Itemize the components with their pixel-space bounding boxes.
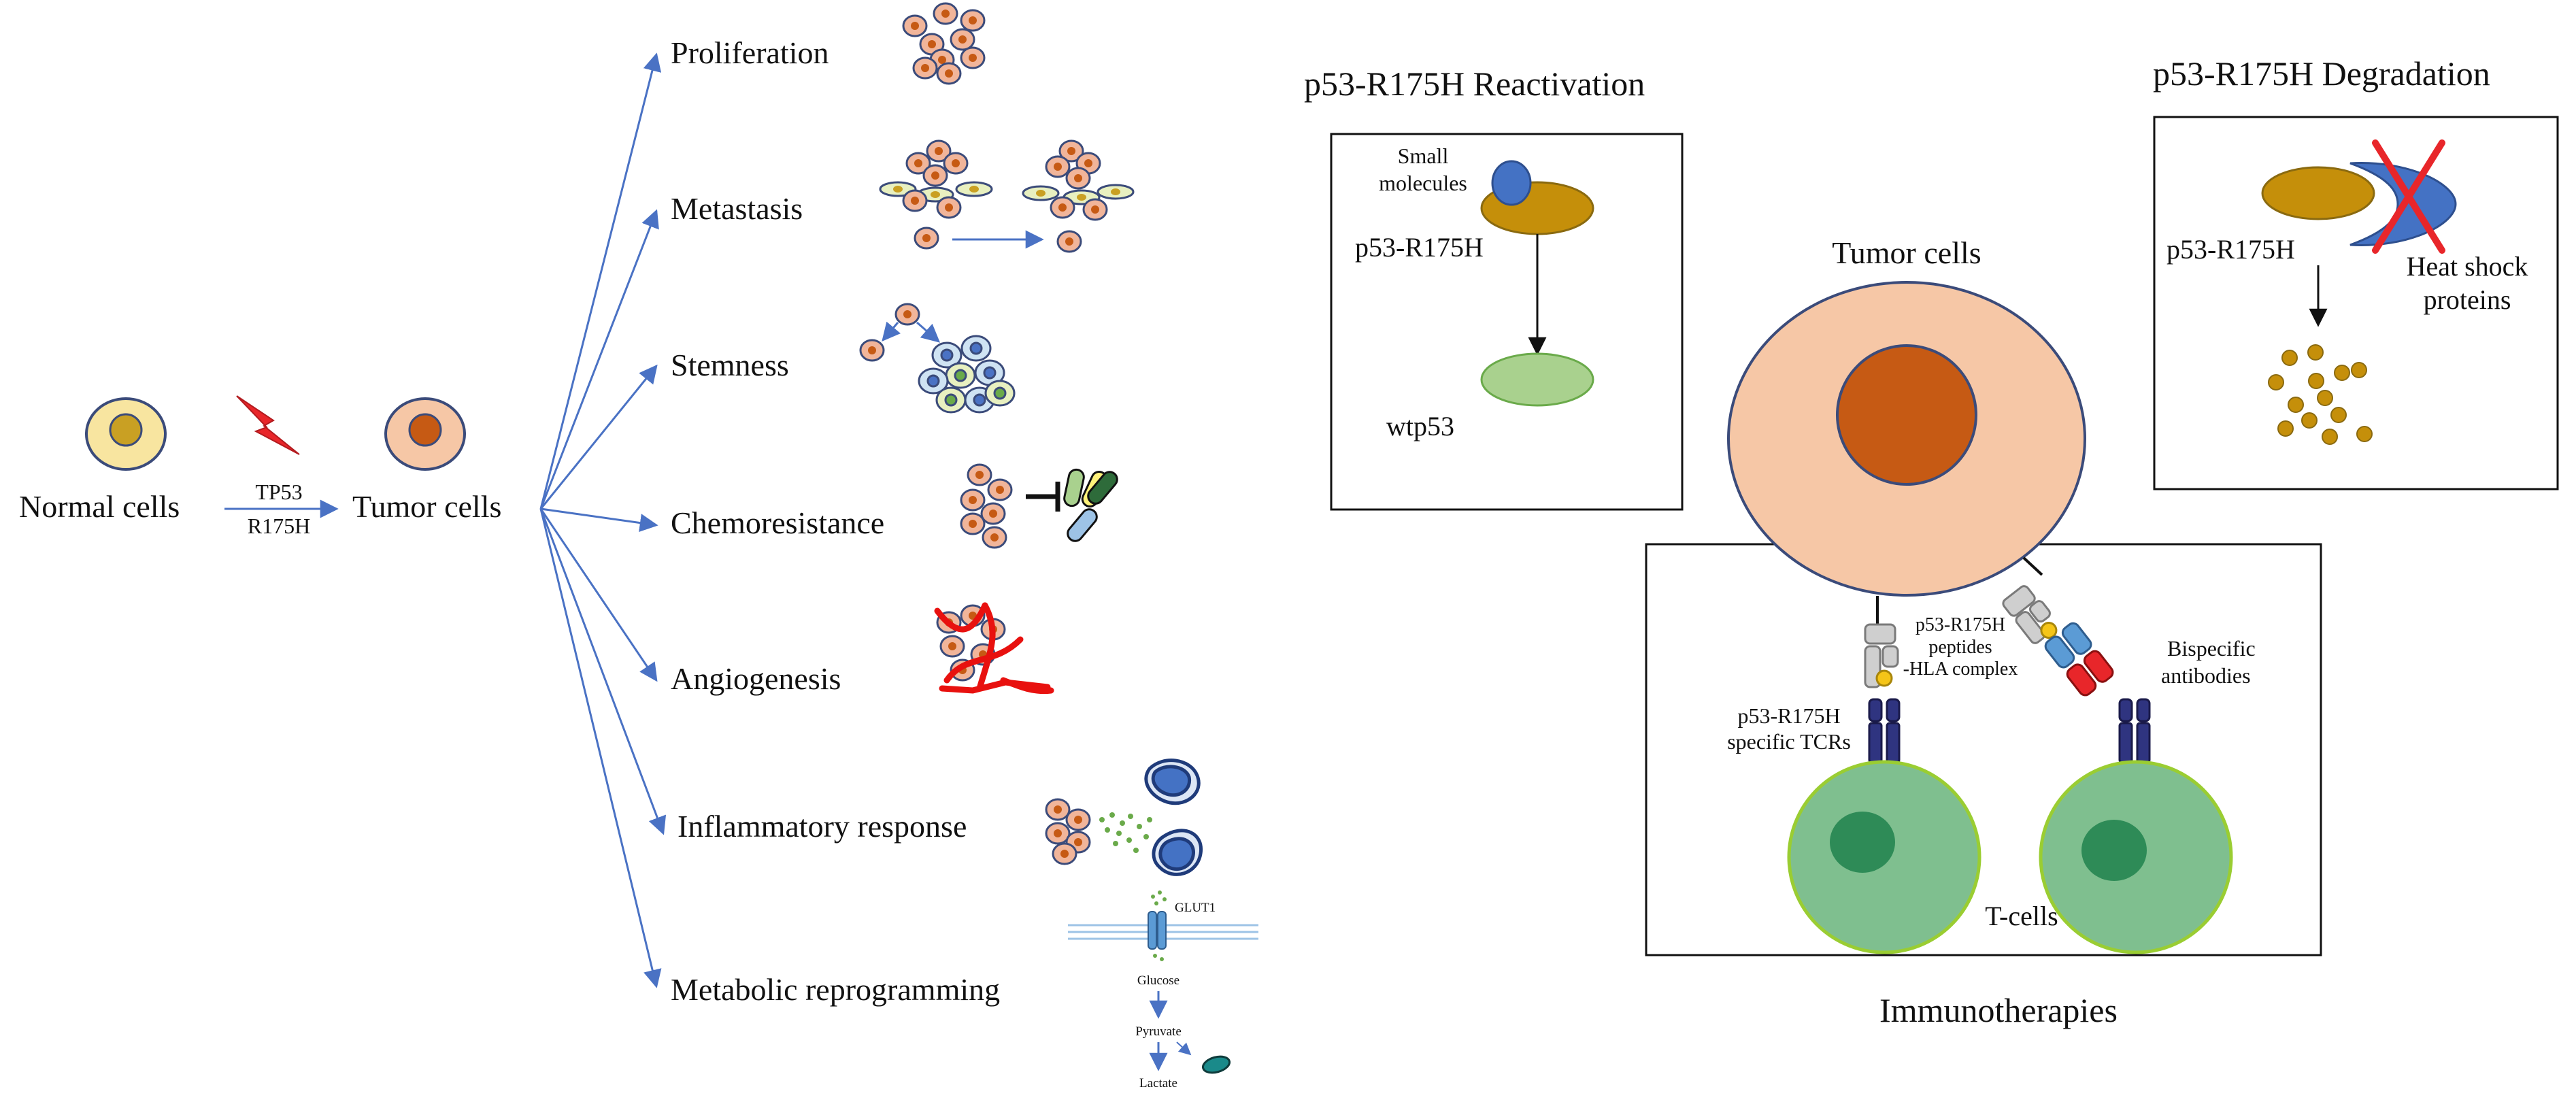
tcr-receptor-icon bbox=[1868, 698, 1901, 764]
outcome-label: Chemoresistance bbox=[671, 505, 884, 540]
arrow-inflammatory bbox=[539, 508, 667, 835]
hsp-label-line2: proteins bbox=[2424, 284, 2511, 315]
proliferation-cells-icon bbox=[902, 2, 986, 85]
immuno-tumor-cells-label: Tumor cells bbox=[1832, 235, 1981, 270]
outcome-label: Metastasis bbox=[671, 191, 803, 226]
reactivation-box bbox=[1330, 133, 1684, 511]
outcome-label: Stemness bbox=[671, 348, 789, 382]
glut1-transporter-icon bbox=[1148, 911, 1157, 950]
tcr-label-line2: specific TCRs bbox=[1727, 729, 1851, 754]
outcome-label: Inflammatory response bbox=[678, 809, 967, 844]
peptide-label-line1: p53-R175H bbox=[1916, 614, 2005, 635]
degradation-title: p53-R175H Degradation bbox=[2153, 54, 2490, 93]
reactivation-panel: p53-R175H Reactivation Small molecules p… bbox=[1304, 65, 1684, 511]
reactivation-mutant-label: p53-R175H bbox=[1355, 232, 1484, 263]
outcome-label: Proliferation bbox=[671, 35, 829, 70]
big-tumor-cell bbox=[1727, 281, 2086, 597]
outcome-arrows bbox=[539, 52, 667, 988]
bispecific-label-line1: Bispecific bbox=[2167, 636, 2256, 661]
t-cell-left bbox=[1787, 760, 1981, 954]
inflammatory-response-icon bbox=[1045, 759, 1203, 876]
immunotherapy-panel: Tumor cells bbox=[1645, 235, 2322, 1029]
stemness-cells-icon bbox=[859, 303, 1016, 414]
peptide-label-line2: peptides bbox=[1928, 637, 1992, 658]
left-panel: Normal cells TP53 R175H Tumor cells Prol… bbox=[19, 2, 1258, 1090]
outcome-label: Metabolic reprogramming bbox=[671, 972, 1000, 1007]
degradation-mutant-label: p53-R175H bbox=[2167, 234, 2295, 265]
x-mark-icon bbox=[2372, 139, 2445, 254]
arrow-chemoresistance bbox=[540, 507, 658, 532]
pyruvate-label: Pyruvate bbox=[1135, 1024, 1182, 1039]
mutation-label-line1: TP53 bbox=[255, 480, 302, 504]
outcome-label: Angiogenesis bbox=[671, 661, 841, 696]
t-cells-label: T-cells bbox=[1985, 901, 2058, 931]
mutation-label-line2: R175H bbox=[248, 514, 310, 538]
arrow-metastasis bbox=[539, 209, 659, 510]
drug-capsule-icon bbox=[1063, 468, 1118, 542]
metabolism-diagram: GLUT1 Glucose Pyruvate Lactate bbox=[1068, 890, 1258, 1090]
angiogenesis-icon bbox=[934, 602, 1054, 695]
wildtype-label: wtp53 bbox=[1386, 411, 1454, 441]
small-molecules-label-line2: molecules bbox=[1379, 171, 1467, 195]
small-molecules-label-line1: Small bbox=[1398, 144, 1449, 168]
normal-cells-label: Normal cells bbox=[19, 489, 180, 524]
peptide-hla-complex-icon bbox=[1864, 623, 1899, 688]
bispecific-label-line2: antibodies bbox=[2161, 663, 2251, 688]
degradation-box bbox=[2153, 116, 2559, 490]
peptide-label-line3: -HLA complex bbox=[1903, 659, 2018, 680]
reactivation-title: p53-R175H Reactivation bbox=[1304, 65, 1645, 103]
glucose-label: Glucose bbox=[1137, 973, 1180, 988]
metastasis-cells-icon bbox=[879, 139, 1135, 253]
mitochondrion-icon bbox=[1201, 1055, 1231, 1074]
tumor-cell bbox=[384, 397, 466, 471]
wildtype-p53-protein bbox=[1480, 352, 1594, 407]
lightning-bolt-icon bbox=[236, 395, 300, 455]
chemoresistance-icon bbox=[960, 463, 1118, 549]
arrow-proliferation bbox=[539, 52, 662, 510]
lactate-label: Lactate bbox=[1139, 1076, 1177, 1090]
degradation-mutant-protein bbox=[2261, 166, 2375, 220]
tumor-cells-label: Tumor cells bbox=[352, 489, 501, 524]
glut1-label: GLUT1 bbox=[1175, 901, 1216, 915]
hsp-label-line1: Heat shock bbox=[2407, 251, 2528, 282]
small-molecule-icon bbox=[1491, 160, 1532, 206]
degraded-fragments bbox=[2268, 344, 2373, 445]
degradation-panel: p53-R175H Degradation p53-R175H Heat sho… bbox=[2153, 54, 2559, 490]
t-cell-right bbox=[2039, 760, 2233, 954]
tcr-label-line1: p53-R175H bbox=[1737, 703, 1840, 728]
normal-cell bbox=[85, 397, 167, 471]
arrow-angiogenesis bbox=[539, 508, 658, 682]
tcr-receptor-icon bbox=[2118, 698, 2151, 764]
bispecific-antibody-icon bbox=[2002, 585, 2114, 697]
arrow-stemness bbox=[539, 364, 658, 510]
arrow-metabolic bbox=[539, 508, 662, 988]
immunotherapies-caption: Immunotherapies bbox=[1879, 991, 2118, 1029]
